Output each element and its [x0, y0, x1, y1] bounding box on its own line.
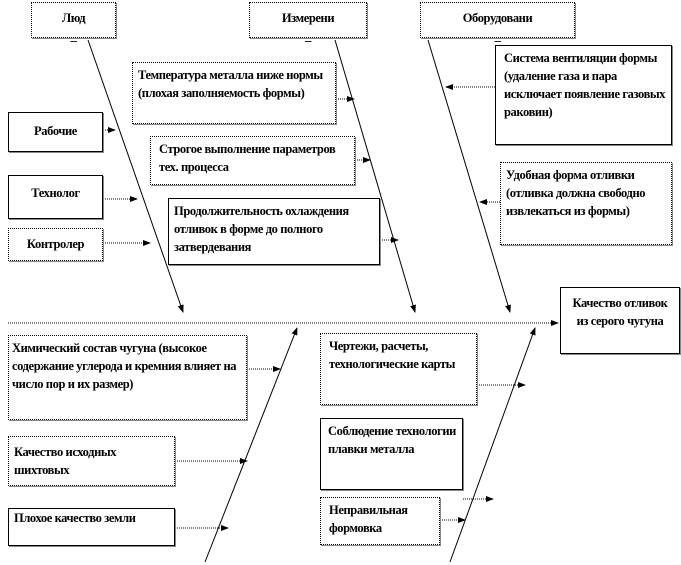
dash: _	[70, 29, 77, 43]
cause-workers: Рабочие	[8, 112, 103, 152]
bone-equipment	[427, 39, 511, 313]
category-equipment-label: Оборудовани	[462, 11, 533, 25]
cause-charge: Качество исходных шихтовых	[8, 436, 175, 486]
cause-ventilation: Система вентиляции формы (удаление газа …	[495, 45, 672, 145]
cause-strict: Строгое выполнение параметров тех. проце…	[150, 136, 355, 185]
category-equipment: Оборудовани _	[420, 2, 575, 43]
category-measurement: Измерени _	[249, 2, 367, 43]
category-people-label: Люд	[61, 11, 86, 25]
cause-smelting: Соблюдение технологии плавки металла	[320, 418, 463, 490]
dash: _	[494, 29, 501, 43]
cause-chemistry: Химический состав чугуна (высокое содерж…	[8, 335, 247, 420]
cause-duration: Продолжительность охлаждения отливок в ф…	[168, 198, 380, 265]
bone-material	[204, 327, 298, 563]
cause-molding: Неправильная формовка	[320, 497, 440, 545]
dash: _	[305, 29, 311, 43]
cause-drawings: Чертежи, расчеты, технологические карты	[320, 333, 477, 405]
cause-shape: Удобная форма отливки (отливка должна св…	[500, 162, 672, 245]
bone-method	[449, 327, 536, 563]
cause-controller: Контролер	[8, 228, 103, 261]
cause-technologist: Технолог	[8, 175, 103, 219]
cause-soil: Плохое качество земли	[8, 508, 175, 546]
cause-temperature: Температура металла ниже нормы (плохая з…	[132, 62, 336, 124]
bone-measurement	[334, 39, 416, 313]
bone-people	[87, 39, 184, 313]
category-measurement-label: Измерени	[281, 11, 335, 25]
category-people: Люд _	[31, 2, 116, 43]
effect-box: Качество отливок из серого чугуна	[560, 287, 680, 354]
